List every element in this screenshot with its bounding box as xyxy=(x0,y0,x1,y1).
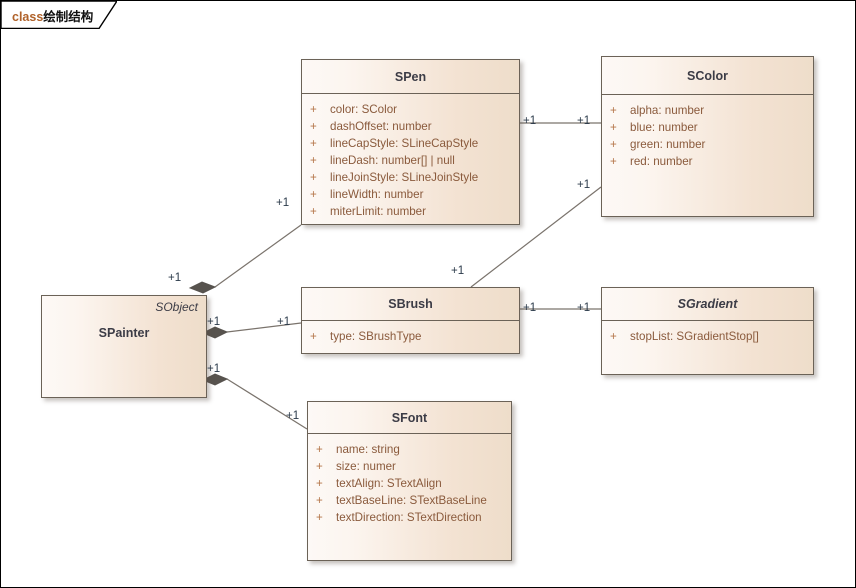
class-stereotype-spainter: SObject xyxy=(155,300,198,314)
attribute-row: + size: numer xyxy=(308,458,511,475)
attribute-text: textAlign: STextAlign xyxy=(336,477,442,490)
attribute-text: blue: number xyxy=(630,121,698,134)
multiplicity-color-left-top: +1 xyxy=(577,115,591,127)
class-box-sfont[interactable]: SFont + name: string + size: numer + tex… xyxy=(307,401,512,561)
attribute-row: + alpha: number xyxy=(602,102,813,119)
attribute-row: + textBaseLine: STextBaseLine xyxy=(308,492,511,509)
class-box-spainter[interactable]: SObject SPainter xyxy=(41,295,207,398)
class-box-sbrush[interactable]: SBrush + type: SBrushType xyxy=(301,287,520,354)
visibility-marker: + xyxy=(310,154,317,167)
frame-tab-label: class绘制结构 xyxy=(12,6,93,25)
attribute-text: red: number xyxy=(630,155,693,168)
frame-keyword: class xyxy=(12,10,44,24)
class-attributes-sbrush: + type: SBrushType xyxy=(302,321,519,345)
visibility-marker: + xyxy=(310,171,317,184)
attribute-row: + red: number xyxy=(602,153,813,170)
connector-painter-pen xyxy=(188,224,302,294)
attribute-row: + type: SBrushType xyxy=(302,328,519,345)
class-title-scolor: SColor xyxy=(602,57,813,95)
visibility-marker: + xyxy=(310,103,317,116)
frame-tab-shape xyxy=(1,1,117,29)
attribute-row: + lineJoinStyle: SLineJoinStyle xyxy=(302,169,519,186)
multiplicity-painter-mid: +1 xyxy=(207,316,221,328)
class-title-spen: SPen xyxy=(302,60,519,94)
attribute-text: name: string xyxy=(336,443,400,456)
attribute-row: + textAlign: STextAlign xyxy=(308,475,511,492)
class-attributes-spen: + color: SColor + dashOffset: number + l… xyxy=(302,94,519,220)
visibility-marker: + xyxy=(610,138,617,151)
visibility-marker: + xyxy=(310,330,317,343)
attribute-row: + stopList: SGradientStop[] xyxy=(602,328,813,345)
attribute-text: alpha: number xyxy=(630,104,705,117)
multiplicity-painter-bottom: +1 xyxy=(207,363,221,375)
class-attributes-sgradient: + stopList: SGradientStop[] xyxy=(602,321,813,345)
visibility-marker: + xyxy=(310,120,317,133)
multiplicity-brush-left: +1 xyxy=(277,316,291,328)
multiplicity-brush-color-source: +1 xyxy=(451,265,465,277)
multiplicity-brush-right: +1 xyxy=(523,302,537,314)
attribute-text: textBaseLine: STextBaseLine xyxy=(336,494,487,507)
attribute-row: + color: SColor xyxy=(302,101,519,118)
attribute-text: lineCapStyle: SLineCapStyle xyxy=(330,137,479,150)
attribute-row: + lineWidth: number xyxy=(302,186,519,203)
attribute-row: + dashOffset: number xyxy=(302,118,519,135)
attribute-text: stopList: SGradientStop[] xyxy=(630,330,759,343)
multiplicity-pen-color-source: +1 xyxy=(523,115,537,127)
attribute-text: color: SColor xyxy=(330,103,398,116)
attribute-row: + lineDash: number[] | null xyxy=(302,152,519,169)
attribute-text: miterLimit: number xyxy=(330,205,426,218)
attribute-row: + green: number xyxy=(602,136,813,153)
attribute-text: lineJoinStyle: SLineJoinStyle xyxy=(330,171,479,184)
attribute-text: size: numer xyxy=(336,460,396,473)
attribute-text: lineDash: number[] | null xyxy=(330,154,455,167)
attribute-row: + name: string xyxy=(308,441,511,458)
class-attributes-sfont: + name: string + size: numer + textAlign… xyxy=(308,434,511,526)
visibility-marker: + xyxy=(610,330,617,343)
visibility-marker: + xyxy=(316,460,323,473)
attribute-row: + blue: number xyxy=(602,119,813,136)
class-attributes-scolor: + alpha: number + blue: number + green: … xyxy=(602,95,813,170)
attribute-row: + textDirection: STextDirection xyxy=(308,509,511,526)
visibility-marker: + xyxy=(316,443,323,456)
multiplicity-color-left-mid: +1 xyxy=(577,179,591,191)
attribute-row: + miterLimit: number xyxy=(302,203,519,220)
visibility-marker: + xyxy=(610,155,617,168)
visibility-marker: + xyxy=(310,188,317,201)
class-box-scolor[interactable]: SColor + alpha: number + blue: number + … xyxy=(601,56,814,217)
class-title-sgradient: SGradient xyxy=(602,288,813,321)
class-box-spen[interactable]: SPen + color: SColor + dashOffset: numbe… xyxy=(301,59,520,225)
visibility-marker: + xyxy=(610,121,617,134)
diagram-frame-tab: class绘制结构 xyxy=(1,1,117,29)
class-title-spainter: SPainter xyxy=(98,326,150,340)
frame-name: 绘制结构 xyxy=(43,10,94,24)
attribute-text: lineWidth: number xyxy=(330,188,424,201)
multiplicity-gradient-left: +1 xyxy=(577,302,591,314)
attribute-text: green: number xyxy=(630,138,706,151)
class-title-sfont: SFont xyxy=(308,402,511,434)
visibility-marker: + xyxy=(610,104,617,117)
visibility-marker: + xyxy=(316,494,323,507)
class-title-sbrush: SBrush xyxy=(302,288,519,321)
attribute-text: textDirection: STextDirection xyxy=(336,511,482,524)
visibility-marker: + xyxy=(316,511,323,524)
visibility-marker: + xyxy=(316,477,323,490)
visibility-marker: + xyxy=(310,137,317,150)
visibility-marker: + xyxy=(310,205,317,218)
attribute-text: type: SBrushType xyxy=(330,330,422,343)
multiplicity-painter-top: +1 xyxy=(168,272,182,284)
multiplicity-pen-source: +1 xyxy=(276,197,290,209)
attribute-text: dashOffset: number xyxy=(330,120,432,133)
attribute-row: + lineCapStyle: SLineCapStyle xyxy=(302,135,519,152)
class-box-sgradient[interactable]: SGradient + stopList: SGradientStop[] xyxy=(601,287,814,375)
multiplicity-font-left: +1 xyxy=(286,410,300,422)
